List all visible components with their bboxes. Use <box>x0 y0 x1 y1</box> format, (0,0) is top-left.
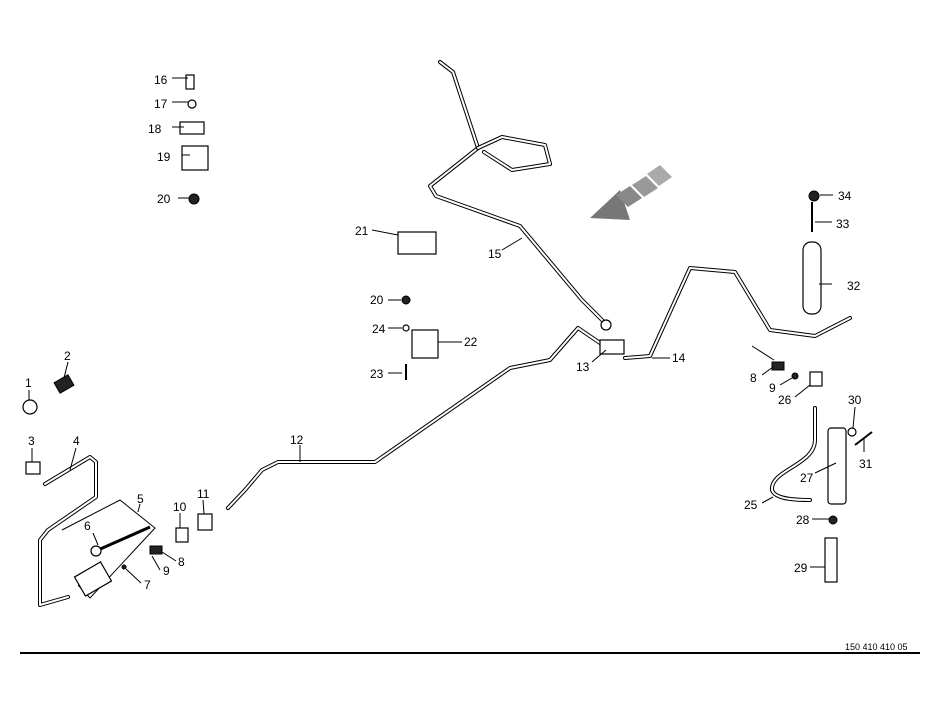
callout-1: 1 <box>25 376 32 390</box>
callout-27: 27 <box>800 471 814 485</box>
callout-2: 2 <box>64 349 71 363</box>
drawing-number: 150 410 410 05 <box>845 642 908 652</box>
callout-32: 32 <box>847 279 861 293</box>
callout-3: 3 <box>28 434 35 448</box>
callout-9: 9 <box>769 381 776 395</box>
callout-5: 5 <box>137 492 144 506</box>
pipe-14 <box>623 266 852 360</box>
hose-25 <box>770 406 817 502</box>
callout-8: 8 <box>750 371 757 385</box>
callout-7: 7 <box>144 578 151 592</box>
callout-17: 17 <box>154 97 168 111</box>
callout-24: 24 <box>372 322 386 336</box>
callout-6: 6 <box>84 519 91 533</box>
pipe-12 <box>226 326 602 510</box>
callout-23: 23 <box>370 367 384 381</box>
fittings <box>22 74 873 583</box>
valve-block <box>73 561 113 597</box>
callout-13: 13 <box>576 360 590 374</box>
callout-8: 8 <box>178 555 185 569</box>
callout-18: 18 <box>148 122 162 136</box>
callout-29: 29 <box>794 561 808 575</box>
callout-labels: 16 17 18 19 20 21 15 20 24 22 23 13 14 1… <box>25 73 873 592</box>
callout-4: 4 <box>73 434 80 448</box>
callout-30: 30 <box>848 393 862 407</box>
leader-lines <box>28 77 865 584</box>
callout-34: 34 <box>838 189 852 203</box>
callout-26: 26 <box>778 393 792 407</box>
callout-15: 15 <box>488 247 502 261</box>
callout-12: 12 <box>290 433 304 447</box>
callout-9: 9 <box>163 564 170 578</box>
callout-31: 31 <box>859 457 873 471</box>
callout-20: 20 <box>370 293 384 307</box>
callout-33: 33 <box>836 217 850 231</box>
pipe-15 <box>428 60 608 326</box>
hose-4 <box>38 455 98 607</box>
callout-14: 14 <box>672 351 686 365</box>
callout-19: 19 <box>157 150 171 164</box>
callout-16: 16 <box>154 73 168 87</box>
callout-11: 11 <box>197 487 210 501</box>
callout-20: 20 <box>157 192 171 206</box>
callout-21: 21 <box>355 224 369 238</box>
lever-6 <box>97 525 151 552</box>
callout-22: 22 <box>464 335 478 349</box>
callout-10: 10 <box>173 500 187 514</box>
callout-28: 28 <box>796 513 810 527</box>
callout-25: 25 <box>744 498 758 512</box>
direction-arrow-icon <box>590 165 672 220</box>
